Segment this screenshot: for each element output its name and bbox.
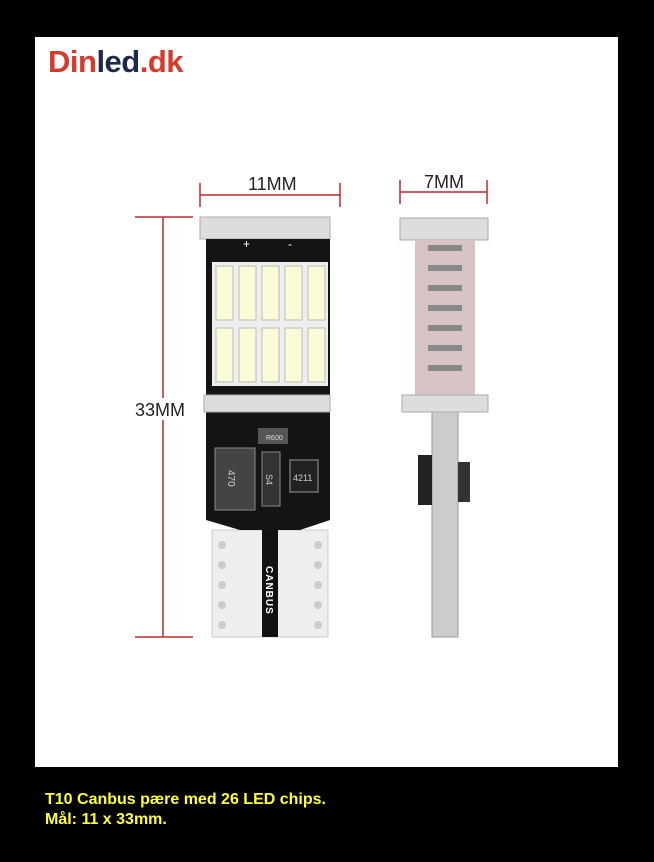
svg-text:-: -: [288, 237, 292, 251]
front-view: CANBUS + - R600 470 S4 4211: [199, 216, 331, 638]
svg-text:S4: S4: [264, 474, 274, 485]
height-label: 33MM: [135, 400, 185, 420]
dinled-logo: Dinled.dk: [48, 44, 184, 79]
caption-title: T10 Canbus pære med 26 LED chips.: [45, 791, 326, 808]
dimension-lines: [135, 180, 488, 638]
svg-text:R600: R600: [266, 435, 283, 442]
svg-text:+: +: [243, 237, 250, 251]
width-label: 11MM: [248, 174, 297, 194]
canbus-marking: CANBUS: [263, 566, 274, 615]
caption-dimensions: Mål: 11 x 33mm.: [45, 811, 167, 828]
depth-label: 7MM: [424, 172, 464, 192]
svg-text:470: 470: [225, 470, 236, 487]
svg-text:4211: 4211: [293, 473, 312, 483]
side-view: [399, 217, 489, 638]
